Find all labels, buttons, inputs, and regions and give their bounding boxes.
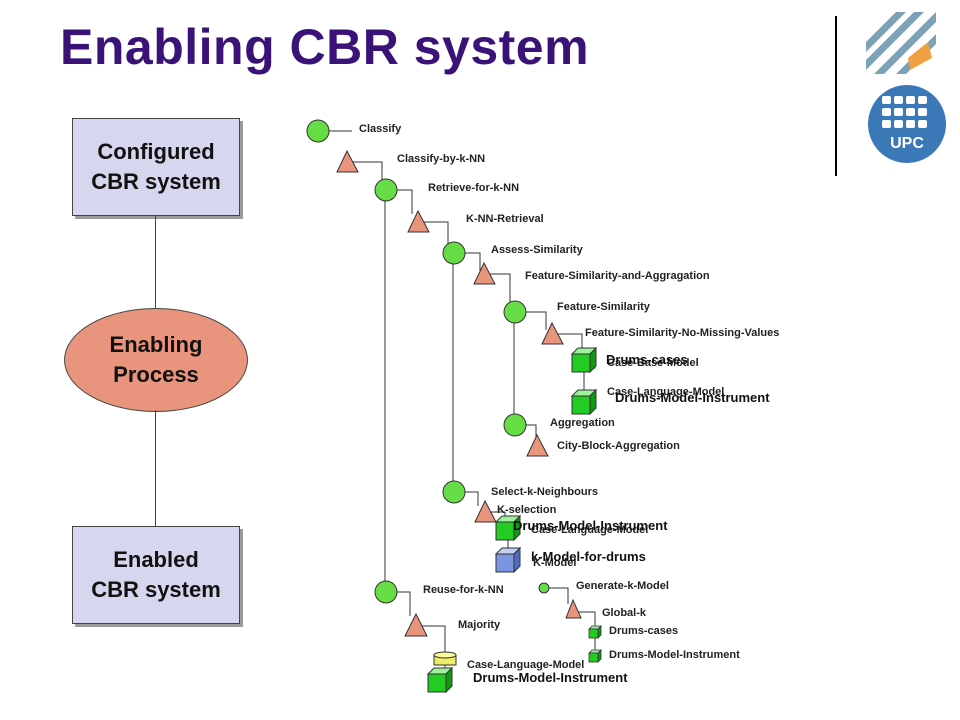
svg-text:UPC: UPC — [890, 135, 924, 152]
node-label: Case-Language-Model — [607, 386, 725, 398]
node-label: Classify — [359, 123, 402, 135]
node-label: Case-Language-Model — [531, 524, 649, 536]
node-label: Case-Language-Model — [467, 659, 585, 671]
node-label: Feature-Similarity-No-Missing-Values — [585, 327, 780, 339]
model-cube-icon — [588, 649, 602, 663]
model-instance-label: k-Model-for-drums — [531, 549, 646, 564]
method-triangle-icon — [407, 209, 430, 233]
task-circle-icon — [538, 582, 550, 594]
model-cube-icon — [571, 347, 597, 373]
enabling-process-ellipse: Enabling Process — [64, 308, 248, 412]
node-label: K-Model — [533, 557, 577, 569]
method-triangle-icon — [541, 321, 564, 345]
model-cube-icon — [571, 389, 597, 415]
model-instance-label: Drums-Model-Instrument — [615, 390, 770, 405]
method-triangle-icon — [474, 499, 497, 523]
configured-cbr-box: Configured CBR system — [72, 118, 240, 216]
node-label: Majority — [458, 619, 501, 631]
model-instance-label: Drums-Model-Instrument — [473, 670, 628, 685]
task-circle-icon — [442, 241, 466, 265]
node-label: Select-k-Neighbours — [491, 486, 598, 498]
connector-line — [155, 215, 156, 308]
model-cube-icon — [427, 667, 453, 693]
node-label: Reuse-for-k-NN — [423, 584, 504, 596]
node-label: Classify-by-k-NN — [397, 153, 486, 165]
node-label: Drums-cases — [609, 625, 679, 637]
enabled-cbr-box: Enabled CBR system — [72, 526, 240, 624]
node-label: K-NN-Retrieval — [466, 213, 544, 225]
node-label: Drums-Model-Instrument — [609, 649, 740, 661]
case-base-cylinder-icon — [433, 651, 457, 666]
node-label: Retrieve-for-k-NN — [428, 182, 520, 194]
task-circle-icon — [374, 580, 398, 604]
divider-line — [835, 16, 837, 176]
node-label: Case-Base-Model — [607, 357, 699, 369]
task-circle-icon — [503, 413, 527, 437]
task-circle-icon — [442, 480, 466, 504]
model-instance-label: Drums-cases — [606, 352, 688, 367]
upc-logo-icon: UPC — [868, 85, 946, 163]
task-circle-icon — [503, 300, 527, 324]
method-triangle-icon — [336, 149, 359, 173]
page-title: Enabling CBR system — [60, 19, 590, 75]
node-label: Feature-Similarity — [557, 301, 650, 313]
node-label: K-selection — [497, 504, 557, 516]
method-triangle-icon — [404, 612, 428, 637]
method-triangle-icon — [473, 261, 496, 285]
task-circle-icon — [306, 119, 330, 143]
method-triangle-icon — [565, 598, 582, 619]
connector-line — [155, 410, 156, 526]
node-label: Global-k — [602, 607, 647, 619]
task-circle-icon — [374, 178, 398, 202]
university-logo-icon — [866, 12, 936, 74]
node-label: Generate-k-Model — [576, 580, 669, 592]
node-label: City-Block-Aggregation — [557, 440, 680, 452]
model-cube-icon — [588, 625, 602, 639]
method-triangle-icon — [526, 433, 549, 457]
node-label: Assess-Similarity — [491, 244, 583, 256]
k-model-cube-icon — [495, 547, 521, 573]
node-label: Feature-Similarity-and-Aggragation — [525, 270, 710, 282]
model-instance-label: Drums-Model-Instrument — [513, 518, 668, 533]
node-label: Aggregation — [550, 417, 615, 429]
